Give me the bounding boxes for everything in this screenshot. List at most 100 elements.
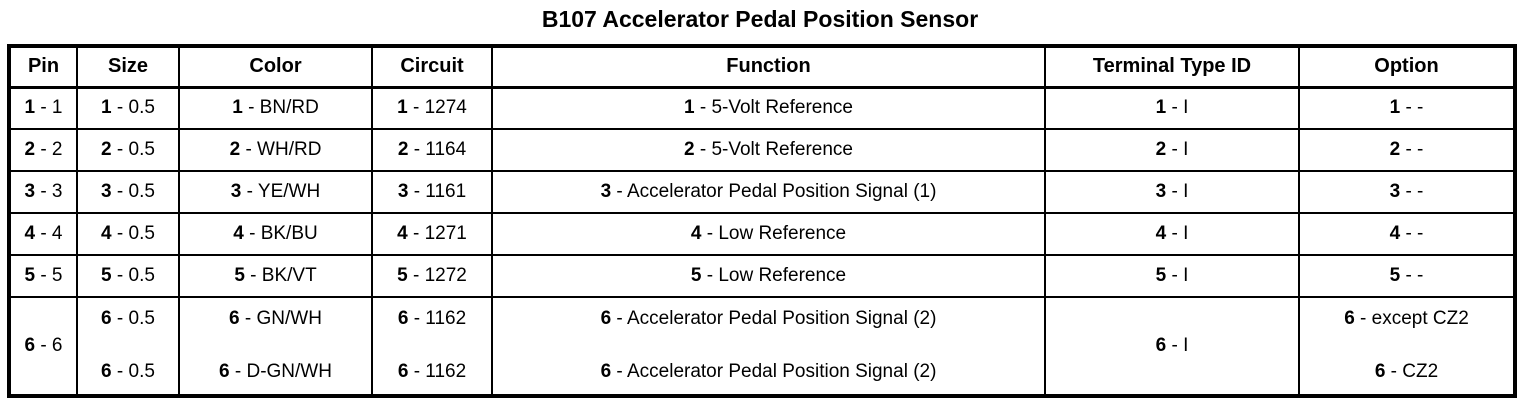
pin-number: 2: [1155, 139, 1167, 160]
pin-number: 5: [24, 265, 36, 286]
size-value: - 0.5: [116, 307, 155, 329]
col-header-option: Option: [1298, 45, 1516, 89]
circuit-value: - 1271: [412, 223, 467, 244]
cell-color: 5 - BK/VT: [178, 254, 373, 298]
terminal-value: - I: [1171, 181, 1189, 202]
color-value: - BK/VT: [250, 265, 317, 286]
cell-terminal-type-id: 5 - I: [1044, 254, 1300, 298]
pin-number: 3: [397, 181, 409, 202]
pin-value: - 2: [40, 139, 63, 160]
circuit-value: - 1161: [413, 181, 467, 202]
size-value: - 0.5: [116, 265, 155, 286]
pin-number: 1: [1155, 97, 1167, 119]
pin-number: 2: [101, 139, 112, 160]
option-value: - -: [1405, 181, 1424, 202]
pin-number: 6: [229, 307, 240, 329]
size-value: - 0.5: [116, 97, 155, 119]
cell-function: 3 - Accelerator Pedal Position Signal (1…: [491, 170, 1046, 214]
terminal-value: - I: [1171, 265, 1189, 286]
function-value: - Low Reference: [706, 265, 847, 286]
cell-option: 6 - except CZ2 6 - CZ2: [1298, 296, 1516, 397]
pin-number: 3: [101, 181, 112, 202]
pin-number: 4: [1155, 223, 1167, 244]
cell-color: 4 - BK/BU: [178, 212, 373, 256]
size-value: - 0.5: [116, 360, 155, 382]
function-line-1: 6 - Accelerator Pedal Position Signal (2…: [601, 308, 937, 330]
color-value: - BN/RD: [248, 97, 319, 119]
function-value: - Low Reference: [706, 223, 847, 244]
function-value: - 5-Volt Reference: [699, 139, 853, 160]
pin-number: 2: [397, 139, 409, 160]
cell-terminal-type-id: 2 - I: [1044, 128, 1300, 172]
table-row-pin3: 3 - 3 3 - 0.5 3 - YE/WH 3 - 1161 3 - Acc…: [8, 170, 1516, 214]
size-line-2: 6 - 0.5: [101, 361, 155, 383]
terminal-value: - I: [1171, 335, 1189, 356]
color-value: - WH/RD: [245, 139, 322, 160]
option-value: - -: [1405, 223, 1424, 244]
pin-number: 6: [397, 307, 409, 329]
table-row-pin4: 4 - 4 4 - 0.5 4 - BK/BU 4 - 1271 4 - Low…: [8, 212, 1516, 256]
pin-number: 6: [600, 360, 612, 382]
function-value: - Accelerator Pedal Position Signal (2): [616, 360, 937, 382]
cell-color: 2 - WH/RD: [178, 128, 373, 172]
table-row-pin1: 1 - 1 1 - 0.5 1 - BN/RD 1 - 1274 1 - 5-V…: [8, 86, 1516, 130]
cell-option: 1 - -: [1298, 86, 1516, 130]
cell-circuit: 4 - 1271: [371, 212, 493, 256]
header-row: Pin Size Color Circuit Function Terminal…: [8, 45, 1516, 89]
option-value: - -: [1405, 97, 1424, 119]
cell-size: 5 - 0.5: [76, 254, 180, 298]
color-value: - GN/WH: [244, 307, 322, 329]
cell-option: 5 - -: [1298, 254, 1516, 298]
circuit-value: - 1274: [412, 97, 467, 119]
color-value: - BK/BU: [249, 223, 318, 244]
pin-number: 6: [219, 360, 230, 382]
cell-option: 3 - -: [1298, 170, 1516, 214]
cell-size: 2 - 0.5: [76, 128, 180, 172]
function-value: - Accelerator Pedal Position Signal (1): [616, 181, 937, 202]
pin-number: 6: [397, 360, 409, 382]
cell-terminal-type-id: 1 - I: [1044, 86, 1300, 130]
col-header-color: Color: [178, 45, 373, 89]
cell-circuit: 1 - 1274: [371, 86, 493, 130]
cell-pin: 6 - 6: [8, 296, 78, 397]
pin-number: 1: [1389, 97, 1401, 119]
option-value: - -: [1405, 139, 1424, 160]
color-value: - D-GN/WH: [234, 360, 332, 382]
cell-color: 3 - YE/WH: [178, 170, 373, 214]
pin-number: 1: [397, 97, 408, 119]
function-value: - 5-Volt Reference: [699, 97, 853, 119]
cell-size: 6 - 0.5 6 - 0.5: [76, 296, 180, 397]
cell-function: 4 - Low Reference: [491, 212, 1046, 256]
pin-number: 5: [1389, 265, 1401, 286]
function-line-2: 6 - Accelerator Pedal Position Signal (2…: [601, 361, 937, 383]
pin-number: 1: [232, 97, 243, 119]
circuit-value: - 1272: [412, 265, 467, 286]
cell-pin: 1 - 1: [8, 86, 78, 130]
cell-terminal-type-id: 3 - I: [1044, 170, 1300, 214]
cell-color: 1 - BN/RD: [178, 86, 373, 130]
cell-pin: 4 - 4: [8, 212, 78, 256]
pin-value: - 5: [40, 265, 63, 286]
circuit-value: - 1162: [413, 307, 467, 329]
cell-circuit: 6 - 1162 6 - 1162: [371, 296, 493, 397]
col-header-function: Function: [491, 45, 1046, 89]
pin-number: 2: [229, 139, 241, 160]
pin-number: 6: [600, 307, 612, 329]
pin-number: 2: [24, 139, 36, 160]
color-value: - YE/WH: [246, 181, 321, 202]
col-header-terminal-type-id: Terminal Type ID: [1044, 45, 1300, 89]
cell-circuit: 3 - 1161: [371, 170, 493, 214]
col-header-size: Size: [76, 45, 180, 89]
cell-function: 6 - Accelerator Pedal Position Signal (2…: [491, 296, 1046, 397]
cell-function: 5 - Low Reference: [491, 254, 1046, 298]
cell-color: 6 - GN/WH 6 - D-GN/WH: [178, 296, 373, 397]
pin-number: 4: [1389, 223, 1401, 244]
pin-number: 5: [397, 265, 408, 286]
pin-number: 1: [24, 97, 36, 119]
pin-number: 4: [101, 223, 112, 244]
terminal-value: - I: [1171, 97, 1189, 119]
cell-option: 4 - -: [1298, 212, 1516, 256]
color-line-1: 6 - GN/WH: [229, 308, 322, 330]
pin-value: - 1: [40, 97, 63, 119]
size-line-1: 6 - 0.5: [101, 308, 155, 330]
